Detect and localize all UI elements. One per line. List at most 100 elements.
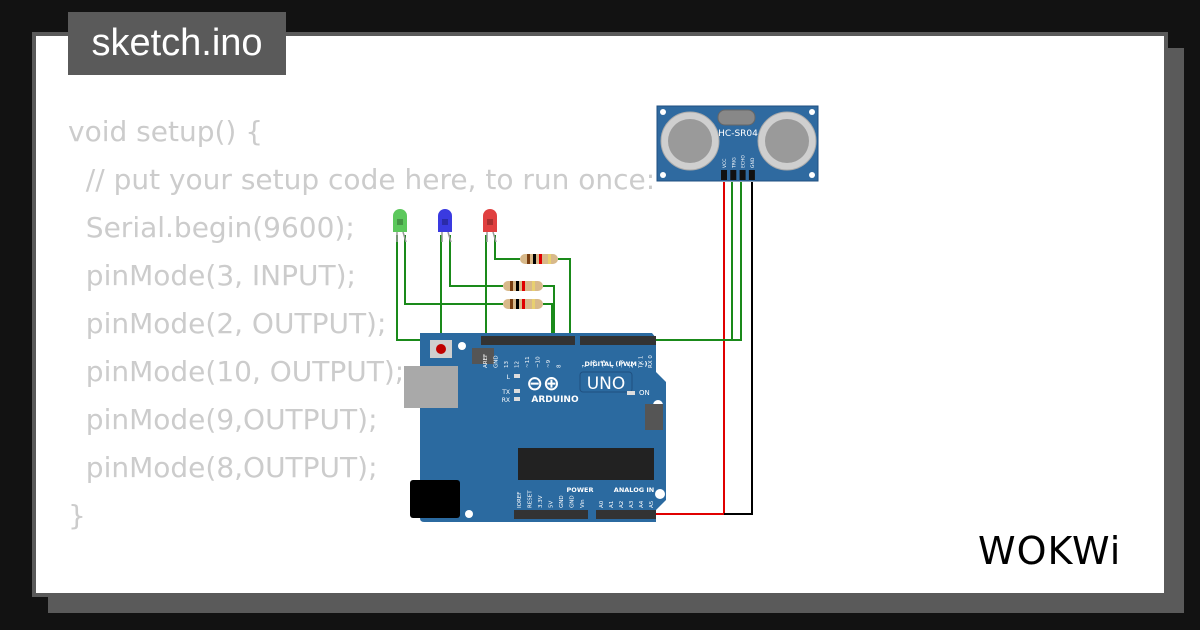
board-led-on bbox=[627, 391, 635, 395]
top-pin-label: 13 bbox=[504, 361, 510, 368]
arduino-logo-icon: ⊖⊕ bbox=[526, 371, 560, 395]
wire-green-cathode[interactable] bbox=[396, 235, 518, 341]
arduino-brand: ARDUINO bbox=[531, 395, 579, 405]
reset-button[interactable] bbox=[436, 344, 446, 354]
top-pin-label: ~5 bbox=[601, 359, 607, 368]
bottom-pin-label: A4 bbox=[639, 500, 645, 508]
led-blue[interactable] bbox=[438, 209, 452, 243]
wire-echo[interactable] bbox=[658, 182, 742, 341]
sensor-pin-label: ECHO bbox=[741, 155, 747, 168]
board-led-rx bbox=[514, 397, 520, 401]
bottom-pin-label: A3 bbox=[629, 500, 635, 508]
wire-green-anode[interactable] bbox=[404, 235, 503, 305]
resistors bbox=[503, 254, 558, 309]
sensor-pin-gnd[interactable]: GND bbox=[748, 157, 756, 180]
sensor-pin-label: TRIG bbox=[731, 157, 737, 169]
digital-label: DIGITAL (PWM ~) bbox=[585, 360, 648, 368]
bottom-pin-label: GND bbox=[570, 495, 576, 508]
board-led-label: TX bbox=[501, 389, 510, 396]
bottom-pin-label: Vin bbox=[580, 499, 586, 508]
bottom-pin-label: GND bbox=[559, 495, 565, 508]
transducer-right-mesh bbox=[765, 119, 809, 163]
atmega-chip bbox=[518, 448, 654, 480]
top-pin-label: ~3 bbox=[620, 359, 626, 368]
bottom-pin-label: A5 bbox=[649, 500, 655, 508]
wire-res2-pin[interactable] bbox=[543, 285, 555, 340]
led-body bbox=[393, 209, 407, 232]
top-pin-label: 12 bbox=[515, 361, 521, 368]
digital-header-right[interactable] bbox=[580, 336, 656, 345]
analog-header[interactable] bbox=[596, 510, 656, 519]
mount-hole bbox=[465, 510, 473, 518]
code-line: void setup() { bbox=[68, 115, 264, 148]
icsp-header bbox=[472, 348, 494, 364]
led-red[interactable] bbox=[483, 209, 497, 243]
sensor-pin-echo[interactable]: ECHO bbox=[739, 155, 747, 180]
digital-header-left[interactable] bbox=[481, 336, 575, 345]
led-green[interactable] bbox=[393, 209, 407, 243]
board-led-label: RX bbox=[502, 397, 510, 404]
preview-panel: void setup() { // put your setup code he… bbox=[32, 32, 1168, 597]
sensor-label: HC-SR04 bbox=[718, 129, 758, 139]
resistor[interactable] bbox=[520, 254, 558, 264]
bottom-pin-label: A1 bbox=[609, 501, 615, 508]
sensor-pin-label: VCC bbox=[722, 159, 728, 168]
top-pin-label: 2 bbox=[629, 365, 635, 369]
board-led-tx bbox=[514, 389, 520, 393]
top-pin-label: ~9 bbox=[546, 359, 552, 368]
code-line: pinMode(9,OUTPUT); bbox=[68, 403, 378, 436]
mount-hole bbox=[660, 172, 666, 178]
resistor[interactable] bbox=[503, 281, 543, 291]
led-wires bbox=[396, 235, 571, 341]
bottom-pin-label: IOREF bbox=[517, 492, 523, 508]
sensor-pin-label: GND bbox=[750, 157, 756, 168]
top-pin-label: GND bbox=[494, 355, 500, 368]
top-pin-label: RX 0 bbox=[648, 355, 654, 368]
icsp2-header bbox=[645, 404, 663, 430]
top-pin-label: ~10 bbox=[536, 356, 542, 368]
bottom-pin-label: 5V bbox=[549, 501, 555, 508]
code-line: pinMode(10, OUTPUT); bbox=[68, 355, 405, 388]
led-body bbox=[483, 209, 497, 232]
wire-res1-pin[interactable] bbox=[558, 258, 571, 340]
bottom-pin-label: RESET bbox=[528, 490, 534, 508]
wire-vcc[interactable] bbox=[656, 182, 725, 515]
wokwi-logo: WOKWi bbox=[978, 529, 1120, 573]
board-led-l bbox=[514, 374, 520, 378]
file-tab[interactable]: sketch.ino bbox=[68, 12, 286, 75]
sensor-pin-trig[interactable]: TRIG bbox=[730, 157, 737, 180]
wire-trig[interactable] bbox=[580, 182, 733, 341]
top-pin-label: 4 bbox=[610, 364, 616, 368]
top-pin-label: ~11 bbox=[525, 356, 531, 368]
code-line: Serial.begin(9600); bbox=[68, 211, 355, 244]
sensor-pin-vcc[interactable]: VCC bbox=[721, 159, 728, 180]
code-preview: void setup() { // put your setup code he… bbox=[68, 108, 656, 593]
crystal bbox=[717, 109, 756, 126]
uno-label: UNO bbox=[587, 374, 626, 394]
usb-port bbox=[404, 366, 458, 408]
mount-hole bbox=[655, 489, 665, 499]
wire-res3-pin[interactable] bbox=[543, 303, 553, 340]
resistor[interactable] bbox=[503, 299, 543, 309]
bottom-pin-label: A0 bbox=[599, 500, 605, 508]
on-label: ON bbox=[639, 389, 650, 397]
wire-gnd[interactable] bbox=[724, 182, 753, 515]
uno-badge bbox=[579, 371, 633, 393]
mount-hole bbox=[809, 109, 815, 115]
wire-red-anode[interactable] bbox=[494, 235, 520, 260]
top-pin-label: TX 1 bbox=[638, 356, 644, 369]
led-body bbox=[438, 209, 452, 232]
mount-hole bbox=[660, 109, 666, 115]
analog-label: ANALOG IN bbox=[614, 486, 654, 494]
wire-blue-cathode[interactable] bbox=[437, 235, 442, 341]
top-pin-label: ~6 bbox=[591, 359, 597, 368]
board-led-label: L bbox=[507, 374, 511, 381]
power-header[interactable] bbox=[514, 510, 588, 519]
mount-hole bbox=[809, 172, 815, 178]
transducer-left-mesh bbox=[668, 119, 712, 163]
top-pin-label: 7 bbox=[582, 364, 588, 368]
arduino-uno-board[interactable]: DIGITAL (PWM ~) ARDUINO UNO ⊖⊕ ON POWER … bbox=[404, 333, 666, 522]
code-line: // put your setup code here, to run once… bbox=[68, 163, 656, 196]
code-line: pinMode(8,OUTPUT); bbox=[68, 451, 378, 484]
